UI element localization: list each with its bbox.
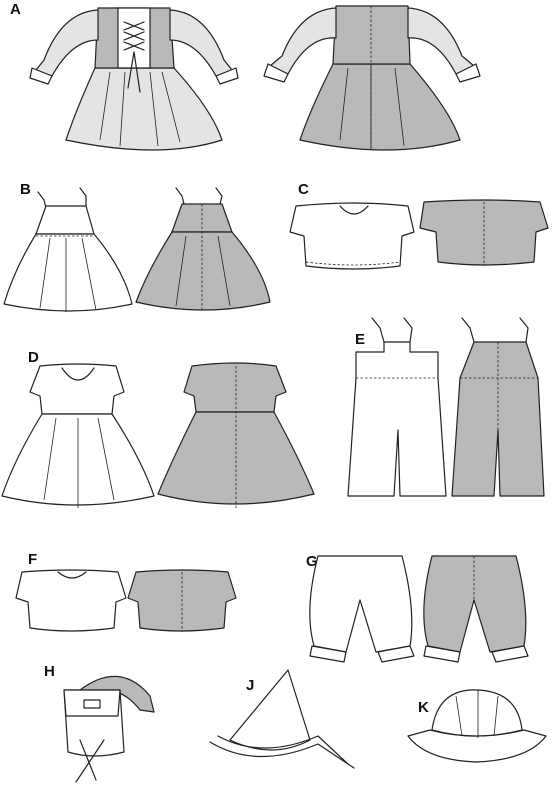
view-b-front-dress [3, 187, 133, 312]
view-f-back-top [127, 569, 237, 632]
view-j: J [209, 669, 355, 769]
view-k: K [407, 689, 547, 763]
view-d: D [1, 349, 315, 508]
view-a-label: A [10, 1, 21, 18]
view-e: E [347, 317, 545, 497]
view-c-front-top [289, 202, 415, 270]
view-b-label: B [20, 181, 31, 198]
view-g-label: G [306, 553, 318, 570]
view-f-front-top [15, 569, 127, 632]
view-h-backpack [63, 675, 155, 783]
view-e-front-overalls [347, 317, 447, 497]
view-c-label: C [298, 181, 309, 198]
view-f: F [15, 551, 237, 632]
view-c-back-top [419, 199, 549, 266]
view-g: G [306, 553, 529, 663]
view-d-label: D [28, 349, 39, 366]
view-h: H [44, 663, 155, 783]
view-b-back-dress [135, 187, 271, 312]
view-b: B [3, 181, 271, 312]
view-j-label: J [246, 677, 254, 694]
view-g-front-bloomers [309, 555, 415, 663]
view-a-back-dress [263, 5, 481, 151]
view-a-front-dress [29, 7, 239, 151]
view-d-front-dress [1, 363, 155, 508]
view-g-back-bloomers [423, 555, 529, 663]
view-e-label: E [355, 331, 365, 348]
view-d-back-dress [157, 362, 315, 508]
view-e-back-overalls [451, 317, 545, 497]
view-k-label: K [418, 699, 429, 716]
view-j-hat [209, 669, 355, 769]
view-c: C [289, 181, 549, 270]
view-k-sun-hat [407, 689, 547, 763]
view-a: A I II [10, 1, 481, 151]
view-f-label: F [28, 551, 37, 568]
view-h-label: H [44, 663, 55, 680]
